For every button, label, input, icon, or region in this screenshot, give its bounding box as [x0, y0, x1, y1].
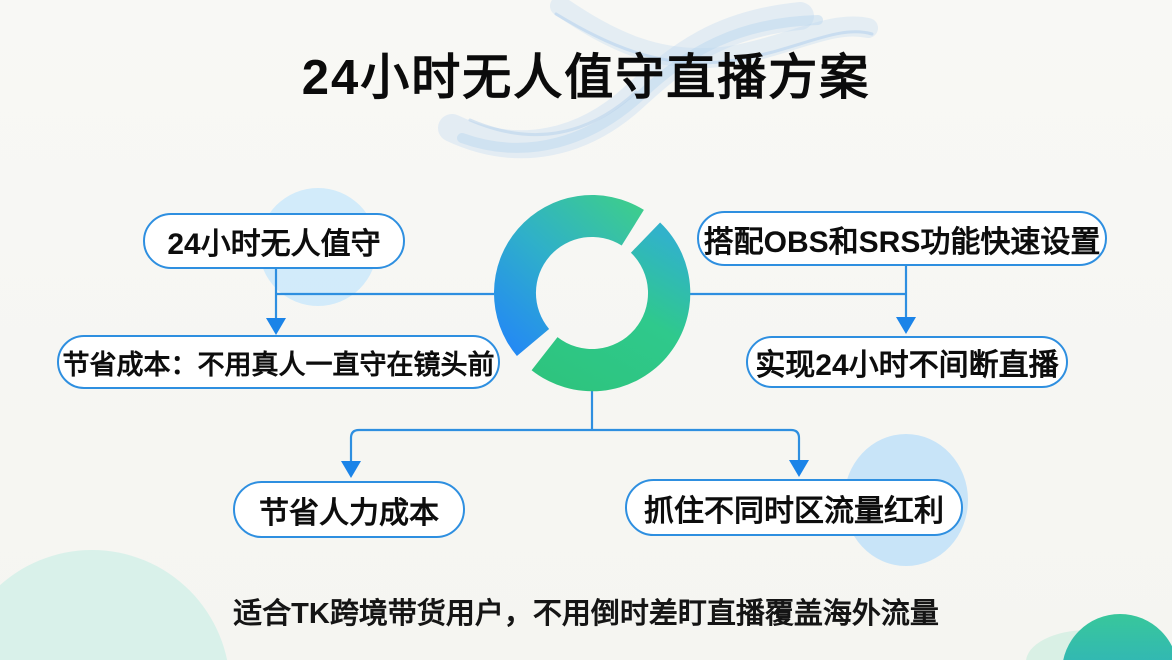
- arrowhead-n6: [789, 460, 809, 477]
- footer-caption: 适合TK跨境带货用户，不用倒时差盯直播覆盖海外流量: [233, 598, 939, 630]
- node-24h-unattended: 24小时无人值守: [143, 213, 405, 269]
- decor-mint-circle: [0, 550, 228, 660]
- arrowhead-n3: [266, 318, 286, 335]
- arrowhead-n5: [341, 461, 361, 478]
- ring-arc-left: [493, 195, 644, 356]
- node-obs-srs-setup: 搭配OBS和SRS功能快速设置: [697, 211, 1107, 266]
- connector-bottom-tee: [349, 428, 801, 462]
- page-title: 24小时无人值守直播方案: [301, 51, 871, 105]
- decor-teal-blob: [1063, 614, 1172, 660]
- node-save-labor: 节省人力成本: [233, 481, 465, 538]
- wave-decoration-icon: [438, 0, 878, 159]
- ring-arc-right: [531, 222, 691, 392]
- connector-lines: [274, 263, 908, 462]
- donut-ring-icon: [493, 195, 691, 392]
- arrowheads: [266, 317, 916, 478]
- node-timezone-traffic: 抓住不同时区流量红利: [625, 479, 963, 536]
- arrowhead-n4: [896, 317, 916, 334]
- node-save-cost: 节省成本：不用真人一直守在镜头前: [57, 335, 500, 389]
- node-uninterrupted-live: 实现24小时不间断直播: [746, 336, 1068, 388]
